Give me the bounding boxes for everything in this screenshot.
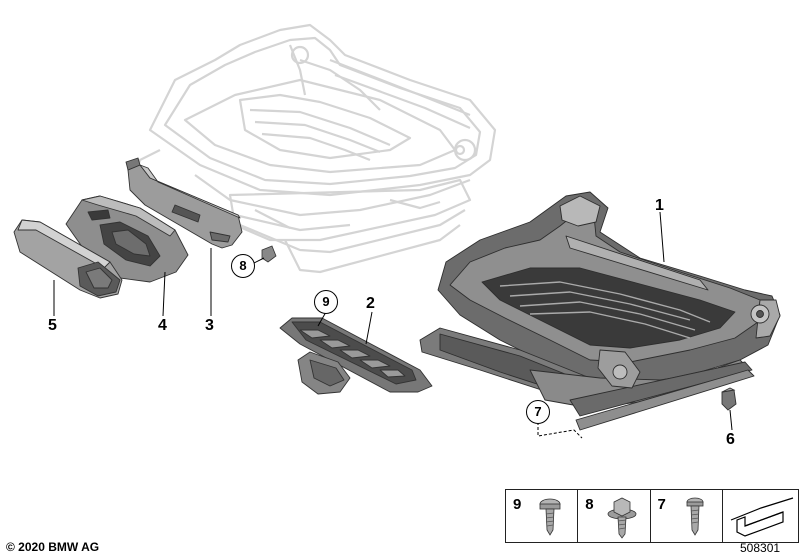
- callout-5: 5: [48, 317, 57, 334]
- callout-7-circle: 7: [526, 400, 550, 424]
- callout-6: 6: [726, 431, 735, 448]
- legend-number: 7: [657, 496, 666, 513]
- part-3-bracket: [125, 157, 243, 249]
- leader-lines: [53, 211, 733, 439]
- callout-4: 4: [158, 317, 167, 334]
- ghost-seat-frame: [133, 23, 497, 274]
- screw-icon: [539, 498, 561, 536]
- part-1-seat-frame: [419, 191, 781, 431]
- arrow-symbol-icon: [730, 497, 793, 537]
- part-5-trim-cap: [13, 219, 123, 299]
- part-6-clip: [721, 387, 737, 411]
- callout-2: 2: [366, 295, 375, 312]
- callout-9-circle: 9: [314, 290, 338, 314]
- part-2-panel: [279, 317, 433, 395]
- part-8-bolt-location: [261, 245, 277, 263]
- drawing-number: 508301: [740, 541, 781, 555]
- legend-item-8: 8: [578, 490, 651, 542]
- callout-3: 3: [205, 317, 214, 334]
- legend-number: 9: [513, 496, 522, 513]
- fastener-legend: 9 8 7: [505, 489, 799, 543]
- legend-number: 8: [585, 496, 594, 513]
- hex-bolt-icon: [607, 497, 637, 539]
- legend-item-9: 9: [506, 490, 579, 542]
- callout-1: 1: [655, 197, 664, 214]
- legend-item-symbol: [723, 490, 798, 542]
- legend-item-7: 7: [651, 490, 723, 542]
- callout-8-circle: 8: [231, 254, 255, 278]
- screw-icon: [686, 497, 703, 536]
- copyright-text: © 2020 BMW AG: [6, 540, 100, 554]
